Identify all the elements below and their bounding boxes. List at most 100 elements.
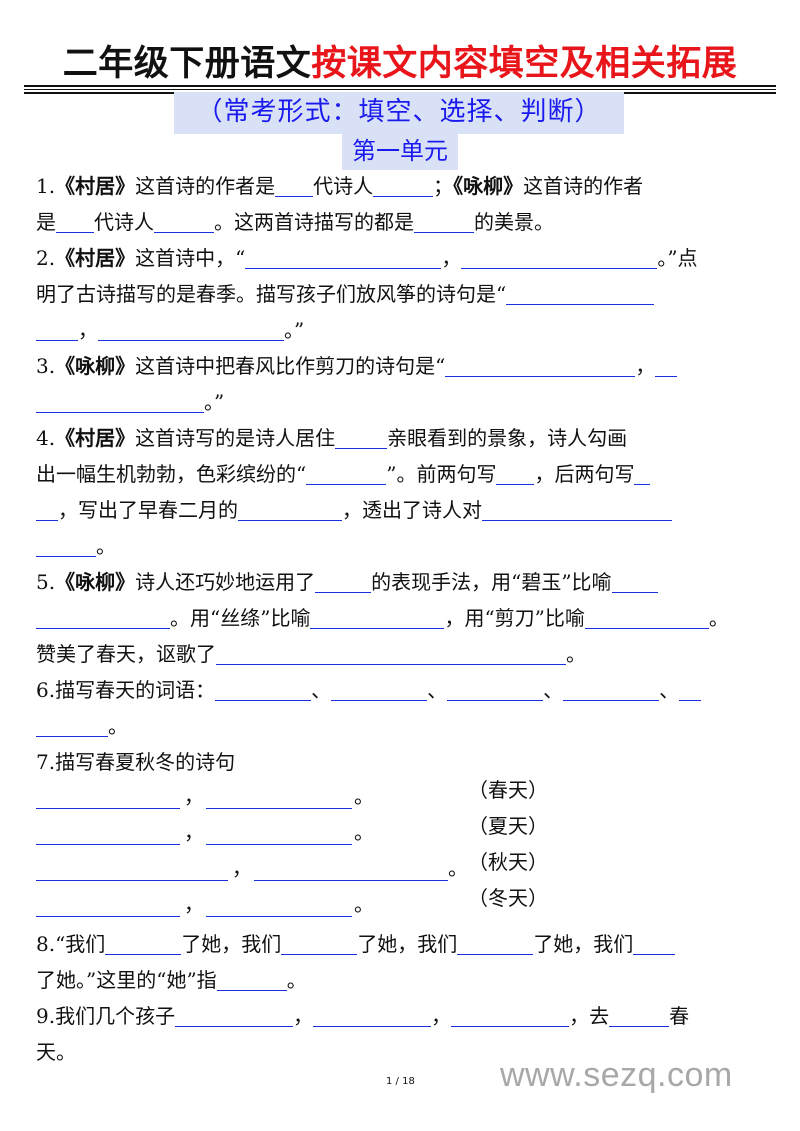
blank[interactable] [36,714,108,737]
question-text: 的美景。 [474,210,554,234]
blank[interactable] [36,318,78,341]
question-text: 了她，我们 [357,932,458,956]
question-3: 3.《咏柳》这首诗中把春风比作剪刀的诗句是“， 。” [36,348,764,420]
question-text: 代诗人 [94,210,154,234]
blank[interactable] [206,894,352,917]
separator: 、 [543,678,564,702]
title-grade: 二年级下册语文 [62,44,312,84]
blank[interactable] [36,786,180,809]
question-text: ，写出了早春二月的 [58,498,238,522]
blank[interactable] [216,968,287,991]
blank[interactable] [206,786,352,809]
blank[interactable] [36,534,96,557]
question-text: 春 [669,1004,690,1028]
question-number: 2. [36,246,56,270]
question-text: ，用“剪刀”比喻 [444,606,585,630]
question-text: 。”点 [657,246,698,270]
blank[interactable] [206,822,352,845]
blank[interactable] [215,678,312,701]
question-text: 8.“我们 [36,932,106,956]
blank[interactable] [447,678,544,701]
blank[interactable] [275,174,314,197]
blank[interactable] [611,570,658,593]
season-row-autumn: ， 。 （秋天） [36,850,764,887]
blank[interactable] [36,498,58,521]
blank[interactable] [414,210,474,233]
season-row-winter: ， 。 （冬天） [36,886,764,923]
blank[interactable] [56,210,94,233]
question-number: 5. [36,570,56,594]
watermark: www.sezq.com [500,1056,733,1094]
blank[interactable] [36,390,204,413]
question-9: 9.我们几个孩子，，，去春 天。 [36,998,764,1070]
blank[interactable] [373,174,434,197]
page-indicator: 1 / 18 [386,1076,415,1087]
blank[interactable] [634,462,651,485]
blank[interactable] [679,678,702,701]
period: 。 [448,856,468,880]
blank[interactable] [238,498,342,521]
blank[interactable] [496,462,535,485]
question-text: 9.我们几个孩子 [36,1004,176,1028]
blank[interactable] [36,822,180,845]
blank[interactable] [216,642,566,665]
blank[interactable] [281,932,358,955]
blank[interactable] [36,606,170,629]
title-rule-middle [24,89,776,90]
blank[interactable] [36,858,228,881]
blank[interactable] [306,462,387,485]
blank[interactable] [315,570,372,593]
question-number: 1. [36,174,56,198]
blank[interactable] [584,606,709,629]
blank[interactable] [313,1004,432,1027]
blank[interactable] [98,318,284,341]
comma: ， [184,892,204,916]
question-text: 。 [566,642,586,666]
question-text: 赞美了春天，讴歌了 [36,642,216,666]
question-number: 4. [36,426,56,450]
blank[interactable] [506,282,655,305]
separator: 、 [311,678,332,702]
blank[interactable] [154,210,214,233]
blank[interactable] [482,498,672,521]
blank[interactable] [457,932,534,955]
blank[interactable] [563,678,660,701]
question-text: 7.描写春夏秋冬的诗句 [36,750,236,774]
blank[interactable] [254,858,448,881]
question-text: 了她，我们 [181,932,282,956]
blank[interactable] [105,932,182,955]
question-5: 5.《咏柳》诗人还巧妙地运用了的表现手法，用“碧玉”比喻 。用“丝绦”比喻，用“… [36,564,764,672]
comma: ， [232,856,252,880]
blank[interactable] [461,246,658,269]
question-text: 天。 [36,1040,76,1064]
blank[interactable] [609,1004,670,1027]
question-text: 6.描写春天的词语： [36,678,216,702]
blank[interactable] [175,1004,294,1027]
question-text: 这首诗写的是诗人居住 [135,426,336,450]
poem-title: 《村居》 [55,174,136,198]
blank[interactable] [451,1004,570,1027]
title-rule-top [24,85,776,87]
page-title: 二年级下册语文按课文内容填空及相关拓展 [20,40,780,88]
question-text: ，后两句写 [534,462,635,486]
season-row-spring: ， 。 （春天） [36,778,764,815]
question-7: 7.描写春夏秋冬的诗句 [36,744,764,780]
blank[interactable] [331,678,428,701]
blank[interactable] [655,354,678,377]
question-text: 。用“丝绦”比喻 [170,606,311,630]
blank[interactable] [445,354,636,377]
blank[interactable] [36,894,180,917]
question-text: ， [78,318,98,342]
blank[interactable] [310,606,445,629]
poem-title: 《咏柳》 [55,354,136,378]
comma: ， [184,820,204,844]
poem-title: 《村居》 [55,246,136,270]
question-text: 。” [204,390,225,414]
question-text: 了她，我们 [533,932,634,956]
blank[interactable] [335,426,388,449]
question-text: 出一幅生机勃勃，色彩缤纷的“ [36,462,307,486]
blank[interactable] [245,246,442,269]
season-poem-lines: ， 。 （春天） ， 。 （夏天） ， 。 （秋天） ， [36,778,764,926]
blank[interactable] [633,932,676,955]
